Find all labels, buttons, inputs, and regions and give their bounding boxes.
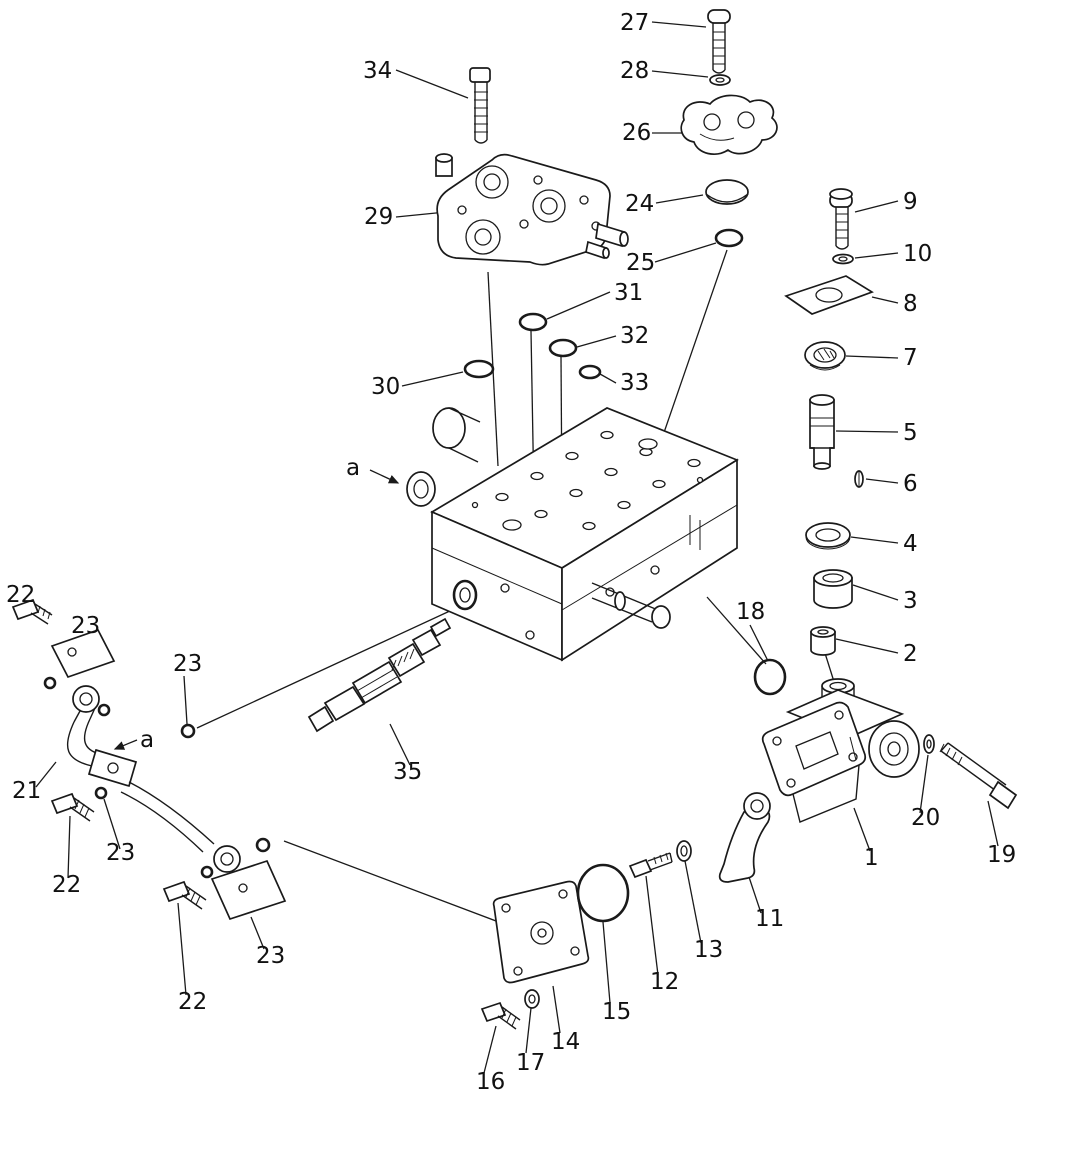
leader-lines [23, 21, 999, 1074]
part-18-oring [753, 658, 787, 696]
part-28-washer [709, 74, 731, 86]
view-a-arrow-top [369, 469, 400, 484]
callout-15: 15 [602, 999, 631, 1025]
callout-13: 13 [694, 937, 723, 963]
callout-1: 1 [864, 845, 879, 871]
callout-21: 21 [12, 778, 41, 804]
callout-6: 6 [903, 471, 918, 497]
view-a-arrow-left [113, 739, 138, 750]
callout-14: 14 [551, 1029, 580, 1055]
callout-3: 3 [903, 588, 918, 614]
callout-35: 35 [393, 759, 422, 785]
part-23-plate-lower [210, 859, 287, 921]
callout-2: 2 [903, 641, 918, 667]
part-35-cartridge [307, 617, 452, 733]
callout-17: 17 [516, 1050, 545, 1076]
valve-body [406, 407, 739, 662]
callout-27: 27 [620, 10, 649, 36]
callout-12: 12 [650, 969, 679, 995]
part-7-plug [804, 341, 846, 371]
callout-10: 10 [903, 241, 932, 267]
callout-20: 20 [911, 805, 940, 831]
callout-5: 5 [903, 420, 918, 446]
part-32-oring [548, 338, 578, 358]
part-23-rings [43, 676, 271, 879]
part-1-housing [761, 678, 920, 823]
part-8-plate [784, 275, 874, 315]
part-25-oring [714, 228, 744, 248]
part-2-bushing [810, 626, 836, 656]
part-15-oring [576, 863, 630, 923]
callout-7: 7 [903, 345, 918, 371]
part-14-cover-plate [492, 880, 590, 984]
callout-29: 29 [364, 204, 393, 230]
part-9-bolt [829, 188, 853, 250]
callout-22-1: 22 [6, 582, 35, 608]
callout-28: 28 [620, 58, 649, 84]
view-label-a-left: a [140, 727, 154, 753]
callout-labels: 27 28 34 26 24 9 29 25 10 31 8 32 7 30 3… [6, 10, 1016, 1095]
part-22-bolt-2 [50, 792, 95, 822]
part-24-plug [705, 179, 749, 205]
callout-32: 32 [620, 323, 649, 349]
callout-22-3: 22 [178, 989, 207, 1015]
callout-9: 9 [903, 189, 918, 215]
part-22-bolt-3 [162, 880, 207, 910]
part-33-oring [578, 364, 602, 380]
callout-19: 19 [987, 842, 1016, 868]
callout-18: 18 [736, 599, 765, 625]
callout-24: 24 [625, 191, 654, 217]
part-27-bolt [707, 9, 731, 74]
part-4-ring [805, 522, 851, 550]
callout-4: 4 [903, 531, 918, 557]
callout-23-2: 23 [173, 651, 202, 677]
part-31-oring [518, 312, 548, 332]
part-16-bolt [480, 1001, 521, 1030]
part-11-elbow [718, 792, 771, 883]
part-12-bolt [628, 852, 673, 879]
callout-11: 11 [755, 906, 784, 932]
callout-30: 30 [371, 374, 400, 400]
part-20-washer [923, 734, 935, 754]
callout-8: 8 [903, 291, 918, 317]
callout-33: 33 [620, 370, 649, 396]
callout-16: 16 [476, 1069, 505, 1095]
part-19-bolt [939, 742, 1018, 810]
callout-23-4: 23 [256, 943, 285, 969]
part-30-oring [463, 359, 495, 379]
part-29-cover [435, 153, 629, 266]
part-21-pipe [66, 685, 241, 873]
callout-26: 26 [622, 120, 651, 146]
part-10-washer [832, 253, 854, 265]
part-13-washer [676, 840, 692, 862]
view-label-a-top: a [346, 455, 360, 481]
part-17-washer [524, 989, 540, 1009]
callout-25: 25 [626, 250, 655, 276]
part-5-spool [809, 394, 835, 470]
callout-23-1: 23 [71, 613, 100, 639]
callout-22-2: 22 [52, 872, 81, 898]
part-34-bolt [469, 67, 491, 144]
callout-23-3: 23 [106, 840, 135, 866]
part-26-clamp [680, 94, 778, 155]
part-6-pin [854, 470, 864, 488]
part-23-plate-upper [50, 628, 116, 679]
callout-31: 31 [614, 280, 643, 306]
callout-34: 34 [363, 58, 392, 84]
part-3-bushing [813, 569, 853, 609]
part-22-bolt-1 [11, 598, 53, 625]
